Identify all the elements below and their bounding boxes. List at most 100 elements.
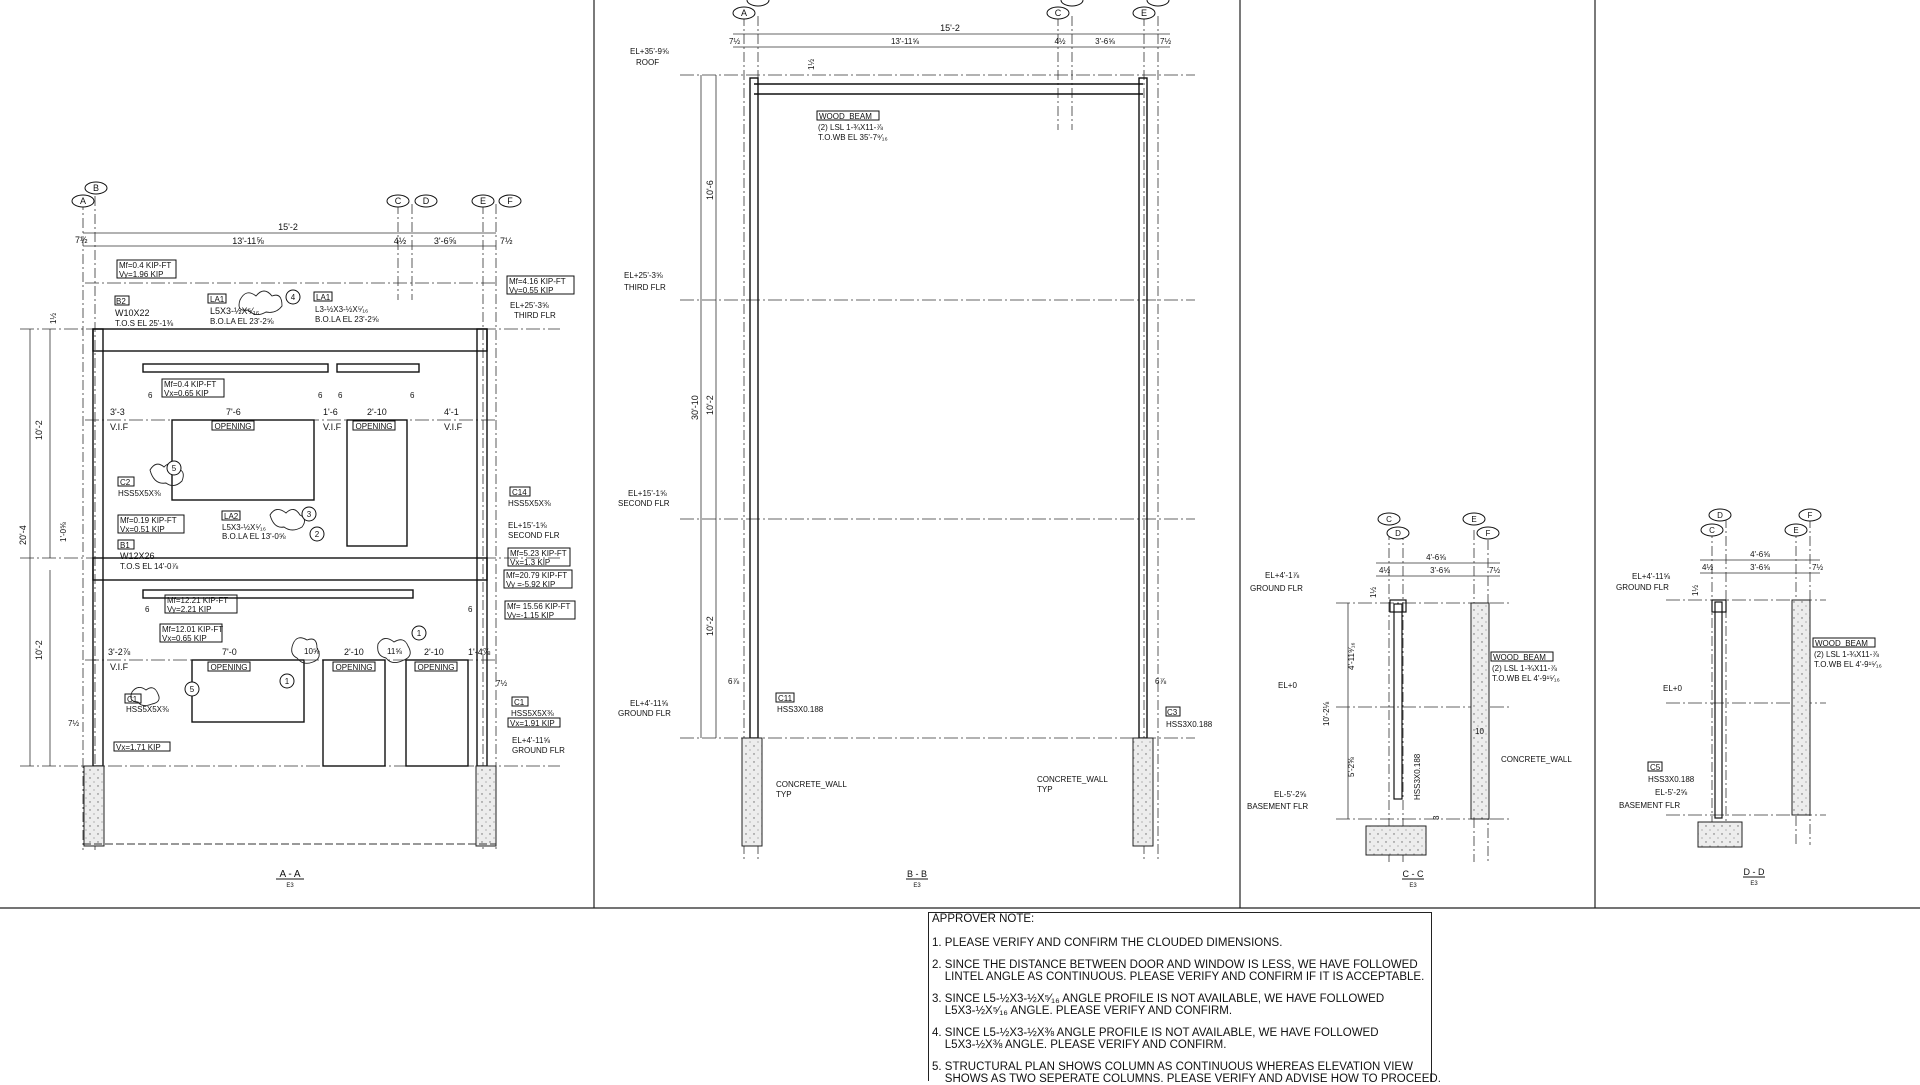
dim-10-2-cc: 10'-2⅛ [1322, 701, 1331, 726]
dim-clouded-11: 11⅝ [387, 647, 402, 656]
ground-flr-bb: GROUND FLR [618, 709, 671, 718]
dim-left-bb: 7½ [729, 37, 740, 46]
ground-flr-cc: GROUND FLR [1250, 584, 1303, 593]
force-v9: Vy=-1.15 KIP [507, 611, 554, 620]
dim-3-6-dd: 3'-6⅝ [1750, 563, 1770, 572]
lintel-la1-size-b: L3-½X3-½X⁵⁄₁₆ [315, 305, 368, 314]
section-title-c-c: C - C [1403, 869, 1424, 879]
force-v4: Vx=0.51 KIP [120, 525, 165, 534]
section-d-d: C D E F 4'-6⅝ 4½ 3'-6⅝ 7½ 1½ EL+4'-11⅝ G… [1616, 508, 1882, 887]
grid-e-label: E [480, 196, 486, 206]
dim-upper-height: 10'-2 [34, 420, 44, 440]
wood-beam-tag-cc: WOOD_BEAM [1493, 653, 1546, 662]
dim-10-cc: 10 [1475, 727, 1484, 736]
dim-3-6-cc: 3'-6⅝ [1430, 566, 1450, 575]
lintel-la1-tag-b: LA1 [316, 293, 331, 302]
dim-lower-height: 10'-2 [34, 640, 44, 660]
rev-marker-1a: 1 [417, 629, 422, 638]
section-c-c: C D E F 4'-6⅝ 4½ 3'-6⅝ 7½ 1½ 4'-11⁹⁄₁₆ 1… [1247, 512, 1572, 889]
section-ref-b-b: E3 [913, 883, 921, 889]
approver-note-item: 1. PLEASE VERIFY AND CONFIRM THE CLOUDED… [932, 937, 1283, 949]
vif-4: V.I.F [110, 662, 129, 672]
section-title-a-a: A - A [279, 869, 300, 880]
roof-label: ROOF [636, 58, 659, 67]
ground-flr-dd: GROUND FLR [1616, 583, 1669, 592]
rev-marker-5a: 5 [172, 464, 177, 473]
dim-6-f: 6 [468, 605, 473, 614]
dim-2-10-lower-a: 2'-10 [344, 647, 364, 657]
dim-7h-cc: 7½ [1489, 566, 1500, 575]
dim-overall-bb: 15'-2 [940, 23, 960, 33]
force-v8: Vx=0.65 KIP [162, 634, 207, 643]
dim-main-bb: 13'-11⅝ [891, 37, 919, 46]
force-v11: Vx=1.71 KIP [116, 743, 161, 752]
grid-c-label-dd: C [1709, 526, 1715, 535]
column-c5-tag: C5 [1650, 763, 1661, 772]
dim-far-right: 7½ [500, 236, 513, 246]
dim-2-10-lower-b: 2'-10 [424, 647, 444, 657]
column-c3-tag: C3 [1167, 708, 1178, 717]
dim-6-a: 6 [148, 391, 153, 400]
el-third-bb: EL+25'-3⅝ [624, 271, 663, 280]
lintel-la1-bola-b: B.O.LA EL 23'-2⅝ [315, 315, 379, 324]
el-second-a: EL+15'-1⅝ [508, 521, 547, 530]
grid-f-label-dd: F [1808, 511, 1813, 520]
dim-6h-right: 6⅞ [1155, 677, 1166, 686]
grid-a-label-bb: A [741, 8, 747, 18]
vif-3: V.I.F [444, 422, 463, 432]
lintel-la1-bola-a: B.O.LA EL 23'-2⅝ [210, 317, 274, 326]
dim-7h-dd: 7½ [1812, 563, 1823, 572]
dim-10-2-mid: 10'-2 [705, 395, 715, 415]
force-m3: Mf=0.4 KIP-FT [164, 380, 216, 389]
dim-10-6: 10'-6 [705, 180, 715, 200]
force-v2: Vy=0.55 KIP [509, 286, 553, 295]
dim-4-1: 4'-1 [444, 407, 459, 417]
grid-b-label: B [93, 183, 99, 193]
dim-4-6-dd: 4'-6⅝ [1750, 550, 1770, 559]
el-third-a: EL+25'-3⅝ [510, 301, 549, 310]
dim-7-6: 7'-6 [226, 407, 241, 417]
dim-7-0: 7'-0 [222, 647, 237, 657]
dim-right-bb: 3'-6⅝ [1095, 37, 1115, 46]
lintel-la1-tag-a: LA1 [210, 295, 225, 304]
rev-marker-1b: 1 [285, 677, 290, 686]
dim-4-11-cc: 4'-11⁹⁄₁₆ [1347, 642, 1356, 670]
basement-flr-dd: BASEMENT FLR [1619, 801, 1680, 810]
grid-d-label: D [423, 196, 430, 206]
grid-e-label-bb: E [1141, 8, 1147, 18]
second-flr-bb: SECOND FLR [618, 499, 670, 508]
rev-marker-2: 2 [315, 530, 320, 539]
el-ground-bb: EL+4'-11⅝ [630, 699, 668, 708]
el-ground-dd: EL+4'-11⅝ [1632, 572, 1670, 581]
el-basement-cc: EL-5'-2⅝ [1274, 790, 1307, 799]
dim-top-gap-bb: 1½ [807, 59, 816, 70]
approver-note-title: APPROVER NOTE: [932, 913, 1035, 925]
wood-beam-towb-cc: T.O.WB EL 4'-9¹⁵⁄₁₆ [1492, 674, 1560, 683]
column-c11-tag: C11 [778, 694, 793, 703]
dim-6-b: 6 [318, 391, 323, 400]
typ-right: TYP [1037, 785, 1053, 794]
beam-b2-size: W10X22 [115, 308, 150, 318]
dim-mid-bb: 4½ [1054, 37, 1065, 46]
section-ref-a-a: E3 [286, 883, 294, 889]
opening-tag-2: OPENING [356, 422, 393, 431]
dim-1h-cc: 1½ [1369, 587, 1378, 598]
section-ref-c-c: E3 [1409, 883, 1417, 889]
force-m5: Mf=5.23 KIP-FT [510, 549, 567, 558]
dim-30-10: 30'-10 [690, 395, 700, 420]
dim-3-3: 3'-3 [110, 407, 125, 417]
dim-far-right-bb: 7½ [1160, 37, 1171, 46]
dim-clouded-10: 10⅝ [304, 647, 320, 656]
beam-b2-tag: B2 [116, 297, 126, 306]
panel-frames [0, 0, 1920, 909]
approver-note-box: APPROVER NOTE: 1. PLEASE VERIFY AND CONF… [928, 912, 1441, 1085]
dim-6-c: 6 [338, 391, 343, 400]
basement-flr-cc: BASEMENT FLR [1247, 802, 1308, 811]
el-zero-cc: EL+0 [1278, 681, 1297, 690]
force-v10: Vx=1.91 KIP [510, 719, 555, 728]
force-v3: Vx=0.65 KIP [164, 389, 209, 398]
column-c1-tag: C1 [127, 695, 138, 704]
concrete-wall-left: CONCRETE_WALL [776, 780, 847, 789]
dim-1-6: 1'-6 [323, 407, 338, 417]
